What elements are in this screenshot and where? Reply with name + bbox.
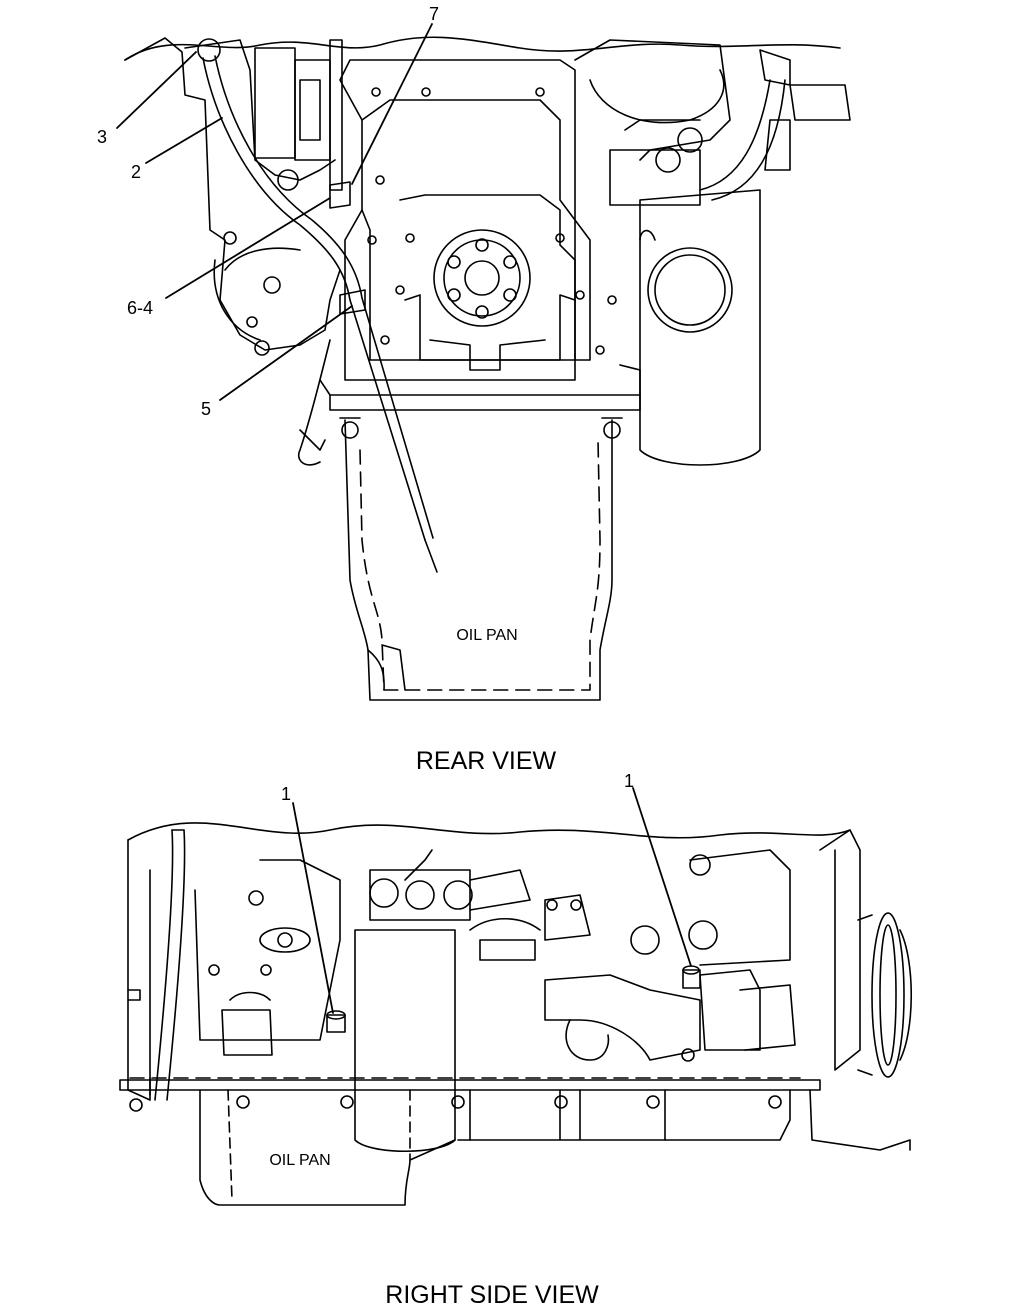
- callout-5: 5: [201, 399, 211, 419]
- callout-7: 7: [429, 4, 439, 24]
- leader-3: [116, 51, 197, 129]
- leader-1-left: [292, 802, 334, 1014]
- leader-6-4: [165, 197, 331, 299]
- side-view-title: RIGHT SIDE VIEW: [385, 1281, 599, 1309]
- callout-1-right: 1: [624, 771, 634, 791]
- leader-2: [145, 117, 223, 164]
- callout-6-4: 6-4: [127, 298, 153, 318]
- leader-7: [351, 23, 433, 185]
- callout-1-left: 1: [281, 784, 291, 804]
- side-leader-lines: [292, 787, 692, 1014]
- rear-view-drawing: [124, 36, 851, 701]
- leader-1-right: [632, 787, 692, 967]
- rear-oil-pan-label: OIL PAN: [456, 627, 517, 644]
- leader-5: [219, 305, 353, 401]
- rear-leader-lines: [116, 23, 433, 401]
- side-view-drawing: [119, 822, 913, 1206]
- rear-view-title: REAR VIEW: [416, 747, 557, 775]
- side-oil-pan-label: OIL PAN: [269, 1152, 330, 1169]
- callout-3: 3: [97, 127, 107, 147]
- callout-2: 2: [131, 162, 141, 182]
